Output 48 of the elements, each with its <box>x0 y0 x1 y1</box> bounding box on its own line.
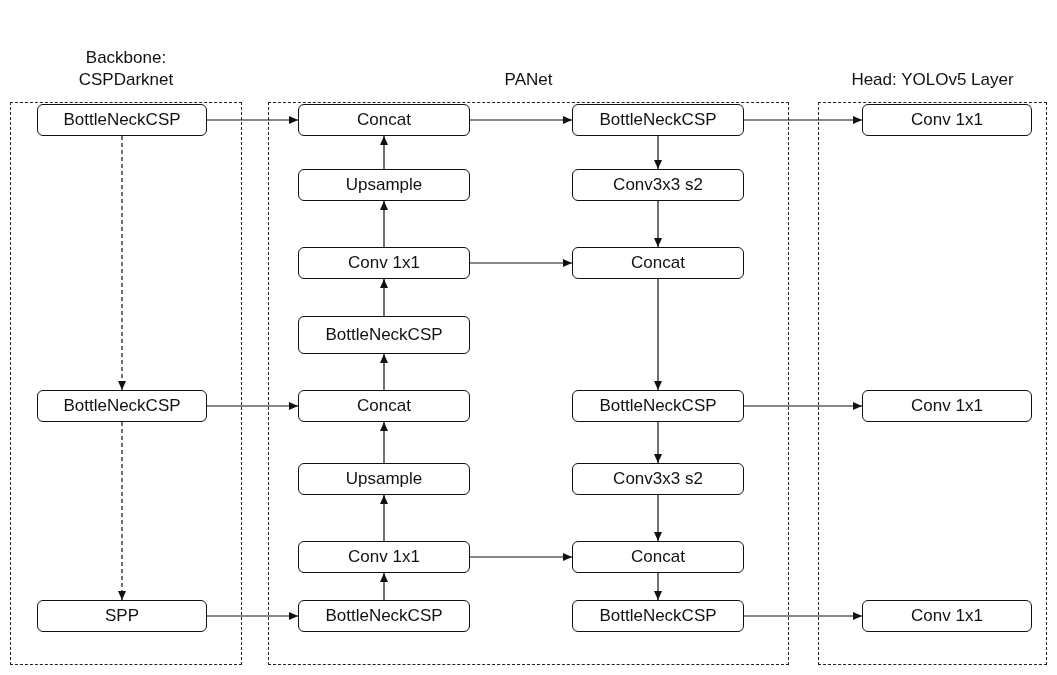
layer-box: SPP <box>37 600 207 632</box>
layer-box: BottleNeckCSP <box>298 316 470 354</box>
layer-box: Concat <box>298 104 470 136</box>
arrow <box>380 421 388 464</box>
arrow <box>380 278 388 317</box>
arrow <box>743 116 863 124</box>
arrow <box>380 353 388 391</box>
layer-box: Conv 1x1 <box>862 390 1032 422</box>
arrow <box>654 421 662 464</box>
layer-box: Conv 1x1 <box>298 247 470 279</box>
arrow <box>469 553 573 561</box>
arrow <box>118 421 126 601</box>
arrow <box>469 116 573 124</box>
layer-box: Concat <box>298 390 470 422</box>
layer-box: BottleNeckCSP <box>37 104 207 136</box>
arrow <box>469 259 573 267</box>
arrow <box>380 572 388 601</box>
layer-box: BottleNeckCSP <box>572 600 744 632</box>
layer-box: BottleNeckCSP <box>298 600 470 632</box>
arrow <box>118 135 126 391</box>
group-title: PANet <box>503 68 554 91</box>
arrow <box>654 572 662 601</box>
layer-box: Concat <box>572 247 744 279</box>
layer-box: BottleNeckCSP <box>572 104 744 136</box>
layer-box: Concat <box>572 541 744 573</box>
arrow <box>380 494 388 542</box>
layer-box: Conv3x3 s2 <box>572 169 744 201</box>
arrow <box>206 402 299 410</box>
layer-box: Conv 1x1 <box>298 541 470 573</box>
arrow <box>380 200 388 248</box>
arrow <box>654 135 662 170</box>
layer-box: Conv 1x1 <box>862 600 1032 632</box>
group-title: Backbone: CSPDarknet <box>77 46 175 91</box>
layer-box: BottleNeckCSP <box>572 390 744 422</box>
arrow <box>654 278 662 391</box>
arrow <box>380 135 388 170</box>
arrow <box>206 116 299 124</box>
arrow <box>654 200 662 248</box>
group-title: Head: YOLOv5 Layer <box>850 68 1015 91</box>
arrow <box>654 494 662 542</box>
layer-box: Upsample <box>298 169 470 201</box>
arrow <box>206 612 299 620</box>
layer-box: Upsample <box>298 463 470 495</box>
arrow <box>743 402 863 410</box>
layer-box: Conv3x3 s2 <box>572 463 744 495</box>
layer-box: BottleNeckCSP <box>37 390 207 422</box>
layer-box: Conv 1x1 <box>862 104 1032 136</box>
arrow <box>743 612 863 620</box>
